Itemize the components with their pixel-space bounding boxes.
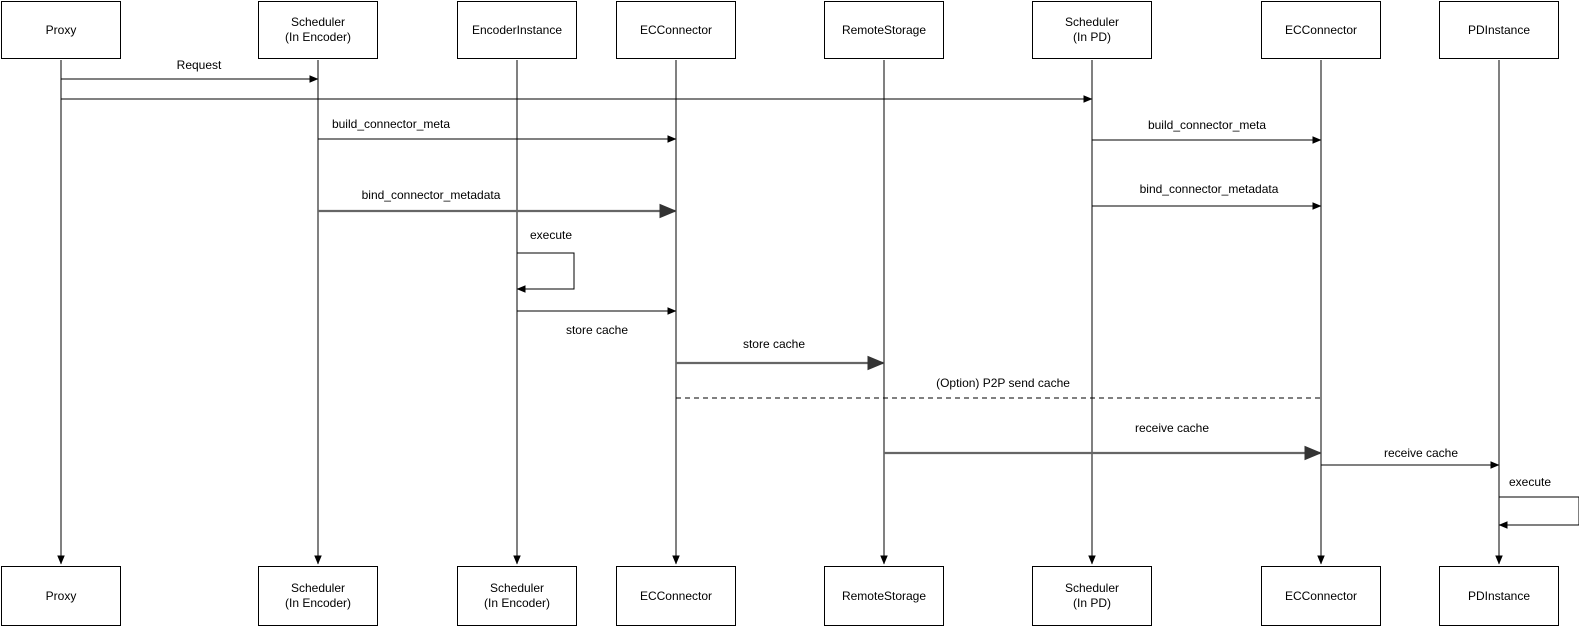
participant-box-top-label: ECConnector (1284, 22, 1358, 37)
participant-box-bottom-label: ECConnector (639, 588, 713, 603)
messages-group (61, 75, 1500, 469)
message-label-m5: bind_connector_metadata (358, 188, 504, 202)
participant-box-bottom-label: (In PD) (1072, 596, 1111, 610)
participant-box-top-label: EncoderInstance (471, 22, 563, 37)
participant-box-bottom-encoder_inst[interactable]: Scheduler(In Encoder) (457, 566, 577, 626)
participant-box-bottom-remote[interactable]: RemoteStorage (824, 566, 944, 626)
message-label-m7: store cache (562, 323, 632, 337)
participant-box-top-label: RemoteStorage (841, 22, 927, 37)
participant-box-top-ecconn_enc[interactable]: ECConnector (616, 1, 736, 59)
participant-box-top-label: PDInstance (1467, 22, 1531, 37)
participant-box-bottom-ecconn_pd[interactable]: ECConnector (1261, 566, 1381, 626)
participant-box-bottom-pd_inst[interactable]: PDInstance (1439, 566, 1559, 626)
participant-box-top-label: Scheduler (290, 15, 346, 29)
participant-box-top-encoder_inst[interactable]: EncoderInstance (457, 1, 577, 59)
participant-box-top-sched_pd[interactable]: Scheduler(In PD) (1032, 1, 1152, 59)
participant-box-bottom-label: (In Encoder) (284, 596, 352, 610)
participant-box-top-sched_enc[interactable]: Scheduler(In Encoder) (258, 1, 378, 59)
participant-box-top-label: ECConnector (639, 22, 713, 37)
participant-box-top-ecconn_pd[interactable]: ECConnector (1261, 1, 1381, 59)
participant-box-bottom-label: Proxy (45, 588, 77, 603)
participant-box-bottom-proxy[interactable]: Proxy (1, 566, 121, 626)
message-label-m10: receive cache (1131, 421, 1213, 435)
participant-box-bottom-sched_enc[interactable]: Scheduler(In Encoder) (258, 566, 378, 626)
participant-box-bottom-ecconn_enc[interactable]: ECConnector (616, 566, 736, 626)
self-message-s1[interactable] (516, 252, 575, 293)
participant-box-top-remote[interactable]: RemoteStorage (824, 1, 944, 59)
self-message-label-s2: execute (1505, 475, 1555, 489)
participant-box-top-label: (In PD) (1072, 30, 1111, 44)
message-label-m9: (Option) P2P send cache (933, 376, 1073, 390)
message-label-m11: receive cache (1380, 446, 1462, 460)
message-label-m6: bind_connector_metadata (1136, 182, 1282, 196)
participant-box-bottom-label: Scheduler (1064, 581, 1120, 595)
participant-box-bottom-label: PDInstance (1467, 588, 1531, 603)
participant-box-top-pd_inst[interactable]: PDInstance (1439, 1, 1559, 59)
participant-box-top-label: (In Encoder) (284, 30, 352, 44)
self-messages-group (516, 252, 1579, 529)
participant-box-bottom-label: Scheduler (290, 581, 346, 595)
self-message-label-s1: execute (526, 228, 576, 242)
lifelines-group (57, 60, 1503, 565)
participant-box-top-proxy[interactable]: Proxy (1, 1, 121, 59)
message-label-m3: build_connector_meta (328, 117, 454, 131)
participant-box-bottom-label: RemoteStorage (841, 588, 927, 603)
message-label-m4: build_connector_meta (1144, 118, 1270, 132)
message-label-m8: store cache (739, 337, 809, 351)
participant-box-bottom-sched_pd[interactable]: Scheduler(In PD) (1032, 566, 1152, 626)
participant-box-top-label: Proxy (45, 22, 77, 37)
participant-box-top-label: Scheduler (1064, 15, 1120, 29)
participant-box-bottom-label: Scheduler (489, 581, 545, 595)
self-message-s2[interactable] (1498, 496, 1579, 529)
message-label-m1: Request (173, 58, 225, 72)
participant-box-bottom-label: (In Encoder) (483, 596, 551, 610)
participant-box-bottom-label: ECConnector (1284, 588, 1358, 603)
